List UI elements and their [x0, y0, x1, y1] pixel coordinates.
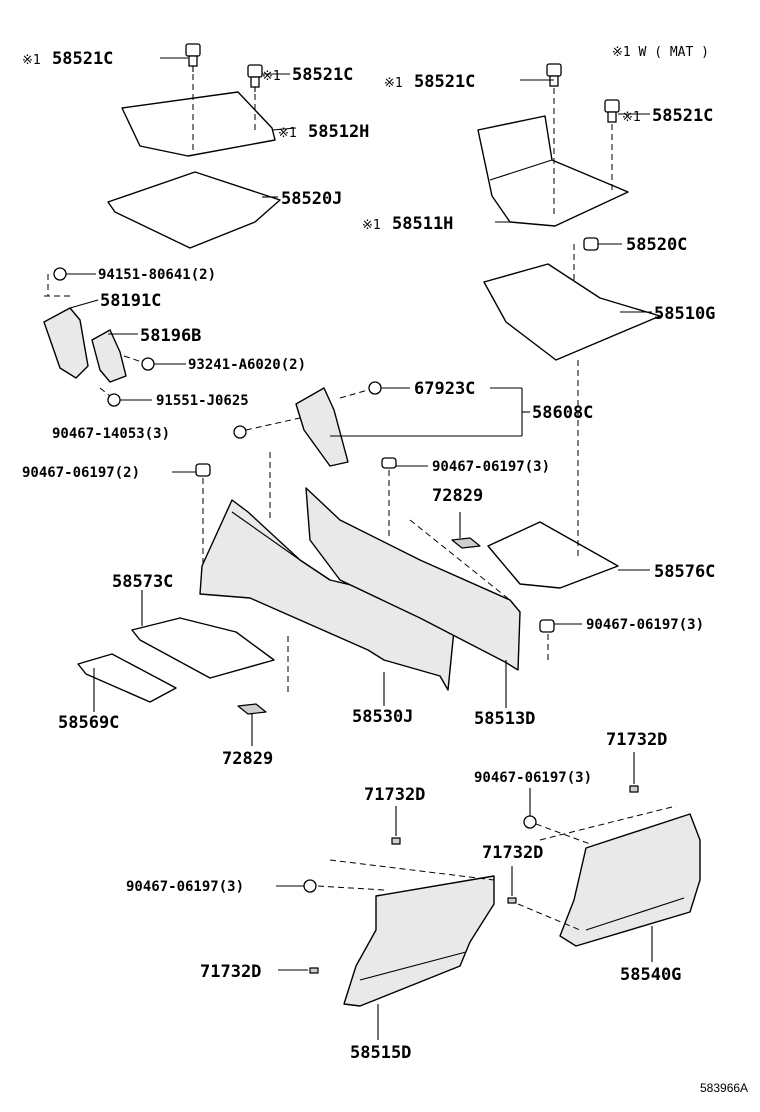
label-72829-top: 72829: [432, 486, 483, 506]
floor-mat-58512h: [121, 91, 276, 157]
bracket-58608c: [295, 387, 349, 467]
label-58511h-mark: ※1: [362, 218, 381, 233]
label-93241: 93241-A6020(2): [188, 357, 306, 373]
label-71732d-1: 71732D: [606, 730, 667, 750]
clip-58521c-d: [604, 99, 620, 192]
tape-71732d-d: [507, 897, 517, 904]
label-58521c-3: 58521C: [414, 72, 475, 92]
label-90467-06197-3c: 90467-06197(3): [474, 770, 592, 786]
clip-90467-06197-lower-left: [303, 879, 385, 893]
label-90467-14053: 90467-14053(3): [52, 426, 170, 442]
leader-lines: [44, 57, 677, 1040]
tape-71732d-c: [629, 785, 639, 793]
label-90467-06197-3b: 90467-06197(3): [586, 617, 704, 633]
label-58515d: 58515D: [350, 1043, 411, 1063]
reference-code: 583966A: [700, 1081, 748, 1095]
floor-carpet-58520j: [107, 171, 281, 249]
clip-67923c: [339, 381, 382, 399]
tape-71732d-b: [309, 967, 319, 974]
bracket-58191c: [43, 307, 89, 379]
label-90467-06197-2: 90467-06197(2): [22, 465, 140, 481]
label-58512h: 58512H: [308, 122, 369, 142]
clip-58521c-c: [546, 63, 562, 218]
label-58196b: 58196B: [140, 326, 201, 346]
clip-90467-06197-right: [539, 619, 555, 664]
clip-58521c-b: [247, 64, 263, 134]
clip-58521c-a: [185, 43, 201, 150]
sound-pad-58573c: [131, 617, 275, 679]
pad-58569c: [77, 653, 177, 703]
label-58530j: 58530J: [352, 707, 413, 727]
label-90467-06197-3d: 90467-06197(3): [126, 879, 244, 895]
bracket-58196b: [91, 329, 127, 383]
label-71732d-3: 71732D: [482, 843, 543, 863]
trim-panel-58540g: [559, 813, 701, 947]
label-58569c: 58569C: [58, 713, 119, 733]
label-71732d-2: 71732D: [364, 785, 425, 805]
label-58510g: 58510G: [654, 304, 715, 324]
label-58573c: 58573C: [112, 572, 173, 592]
clip-90467-06197-center: [381, 457, 397, 540]
nut-94151: [47, 267, 67, 296]
label-58521c-2-mark: ※1: [262, 69, 281, 84]
tape-71732d-a: [391, 837, 401, 845]
label-90467-06197-3a: 90467-06197(3): [432, 459, 550, 475]
floor-mat-58511h: [477, 115, 629, 227]
label-58608c: 58608C: [532, 403, 593, 423]
label-58191c: 58191C: [100, 291, 161, 311]
label-58511h: 58511H: [392, 214, 453, 234]
bolt-93241: [123, 355, 155, 371]
label-58540g: 58540G: [620, 965, 681, 985]
label-67923c: 67923C: [414, 379, 475, 399]
label-94151: 94151-80641(2): [98, 267, 216, 283]
label-58521c-4-mark: ※1: [622, 110, 641, 125]
label-58521c-4: 58521C: [652, 106, 713, 126]
label-58513d: 58513D: [474, 709, 535, 729]
trim-panel-58515d: [343, 875, 495, 1007]
tape-72829-bottom: [237, 636, 289, 715]
label-58521c-1-mark: ※1: [22, 53, 41, 68]
legend-note: ※1 W ( MAT ): [612, 45, 709, 60]
bolt-91551: [99, 387, 121, 407]
trim-panel-58513d: [305, 487, 521, 671]
mat-58576c: [487, 360, 619, 589]
label-71732d-4: 71732D: [200, 962, 261, 982]
label-58521c-2: 58521C: [292, 65, 353, 85]
clip-90467-14053: [233, 417, 301, 439]
label-58521c-1: 58521C: [52, 49, 113, 69]
label-58512h-mark: ※1: [278, 126, 297, 141]
floor-mat-58510g: [483, 263, 661, 361]
tape-72829-top: [451, 537, 481, 549]
label-58520c: 58520C: [626, 235, 687, 255]
label-72829-bottom: 72829: [222, 749, 273, 769]
label-58521c-3-mark: ※1: [384, 76, 403, 91]
label-58520j: 58520J: [281, 189, 342, 209]
label-91551: 91551-J0625: [156, 393, 249, 409]
label-58576c: 58576C: [654, 562, 715, 582]
trim-panel-58530j: [199, 499, 457, 691]
